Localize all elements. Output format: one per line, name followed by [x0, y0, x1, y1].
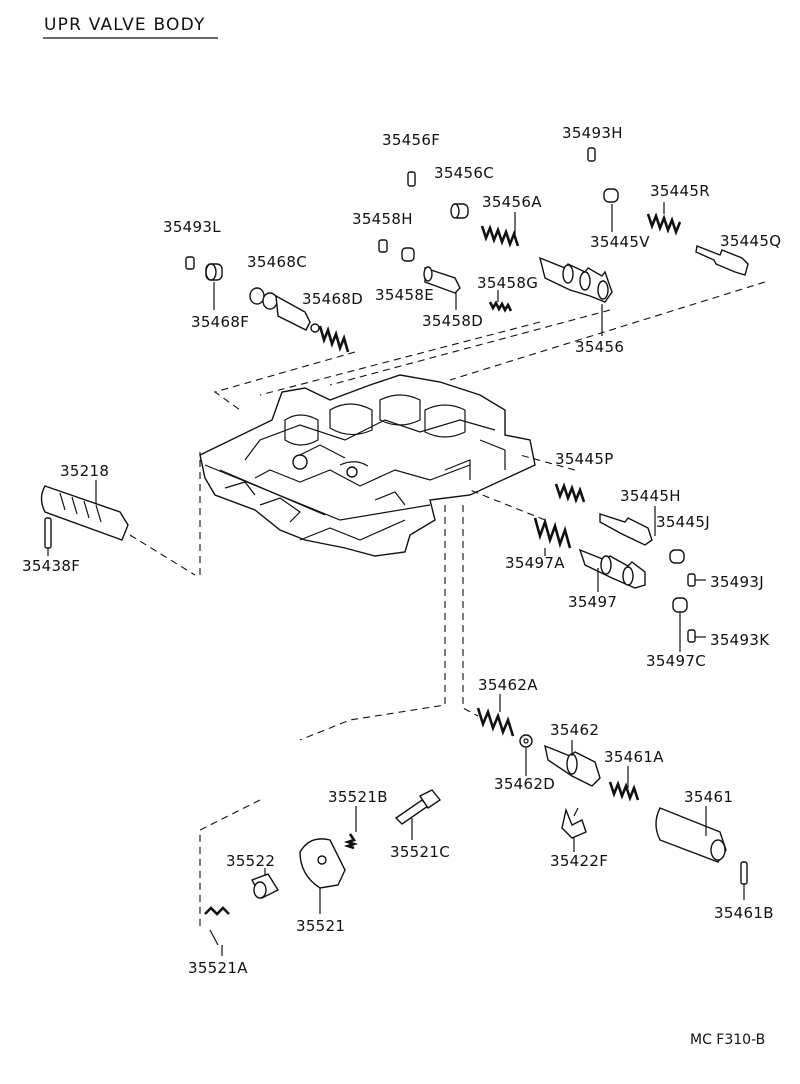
part-35493H-pin [587, 147, 596, 162]
label-35422F: 35422F [550, 852, 608, 870]
label-35462: 35462 [550, 721, 599, 739]
label-35497A: 35497A [505, 554, 565, 572]
label-35445P: 35445P [555, 450, 614, 468]
label-35493H: 35493H [562, 124, 623, 142]
part-35497A-spring [533, 517, 572, 549]
part-35458H-pin [378, 239, 388, 253]
label-35468D: 35468D [302, 290, 363, 308]
part-35521B-spring [343, 833, 359, 850]
part-35493J-pin [687, 573, 696, 587]
part-35521A-spring [204, 906, 230, 946]
valve-body-casting [199, 374, 536, 557]
part-35445H-valve [599, 513, 653, 546]
part-35462A-spring [476, 707, 515, 737]
part-35521-lever [299, 838, 346, 889]
label-35461: 35461 [684, 788, 733, 806]
part-35218-sleeve [40, 485, 129, 541]
label-35438F: 35438F [22, 557, 80, 575]
part-35497-valve [578, 548, 646, 589]
label-35458H: 35458H [352, 210, 413, 228]
part-35497C-plug [672, 597, 688, 613]
part-35445R-spring [646, 212, 682, 236]
part-35458-sleeve [423, 266, 461, 294]
label-35462A: 35462A [478, 676, 538, 694]
label-35497C: 35497C [646, 652, 706, 670]
assembly-guide-lines [129, 281, 766, 930]
label-35493K: 35493K [710, 631, 770, 649]
label-35445H: 35445H [620, 487, 681, 505]
part-35458D-spring [488, 300, 513, 313]
part-35438F-pin [44, 517, 52, 549]
part-35493L-pin [185, 256, 195, 270]
label-35445J: 35445J [656, 513, 710, 531]
label-35497: 35497 [568, 593, 617, 611]
part-35462D-washer [519, 734, 533, 748]
label-35445V: 35445V [590, 233, 650, 251]
label-35493J: 35493J [710, 573, 764, 591]
part-35445J-plug [669, 549, 685, 564]
part-35493K-pin [687, 629, 696, 643]
label-35456A: 35456A [482, 193, 542, 211]
label-35468C: 35468C [247, 253, 307, 271]
part-35456A-spring [480, 224, 520, 248]
label-35458G: 35458G [477, 274, 538, 292]
part-35468C-valve [249, 287, 320, 333]
label-35458D: 35458D [422, 312, 483, 330]
leader-lines [47, 202, 745, 956]
part-labels: 35456F 35493H 35456C 35445R 35456A 35493… [22, 124, 781, 977]
figure-code: MC F310-B [690, 1032, 765, 1048]
label-35493L: 35493L [163, 218, 221, 236]
part-35522-sleeve [250, 873, 280, 899]
label-35461A: 35461A [604, 748, 664, 766]
part-35456-valve [538, 256, 613, 303]
part-35445Q-valve [695, 245, 749, 276]
label-35521C: 35521C [390, 843, 450, 861]
label-35456: 35456 [575, 338, 624, 356]
part-35445P-spring [554, 482, 586, 504]
part-35461B-pin [740, 861, 748, 885]
label-35521: 35521 [296, 917, 345, 935]
label-35521A: 35521A [188, 959, 248, 977]
part-35468F-plug [205, 263, 223, 281]
diagram-title: UPR VALVE BODY [44, 15, 206, 35]
part-35445V-plug [603, 188, 619, 203]
label-35462D: 35462D [494, 775, 555, 793]
label-35218: 35218 [60, 462, 109, 480]
part-35422F-clip [561, 807, 587, 839]
part-35468D-spring [318, 325, 350, 353]
label-35461B: 35461B [714, 904, 774, 922]
label-35456F: 35456F [382, 131, 440, 149]
part-35456F-plug [407, 171, 416, 187]
part-35456C-plug [450, 203, 469, 219]
label-35522: 35522 [226, 852, 275, 870]
label-35445R: 35445R [650, 182, 710, 200]
part-35458E-plug [401, 247, 415, 262]
label-35456C: 35456C [434, 164, 494, 182]
part-35461-sleeve [655, 807, 727, 863]
label-35445Q: 35445Q [720, 232, 781, 250]
part-35462-valve [544, 744, 601, 787]
label-35458E: 35458E [375, 286, 434, 304]
label-35521B: 35521B [328, 788, 388, 806]
part-35461A-spring [608, 780, 640, 802]
part-35521C-bolt [394, 789, 442, 825]
label-35468F: 35468F [191, 313, 249, 331]
